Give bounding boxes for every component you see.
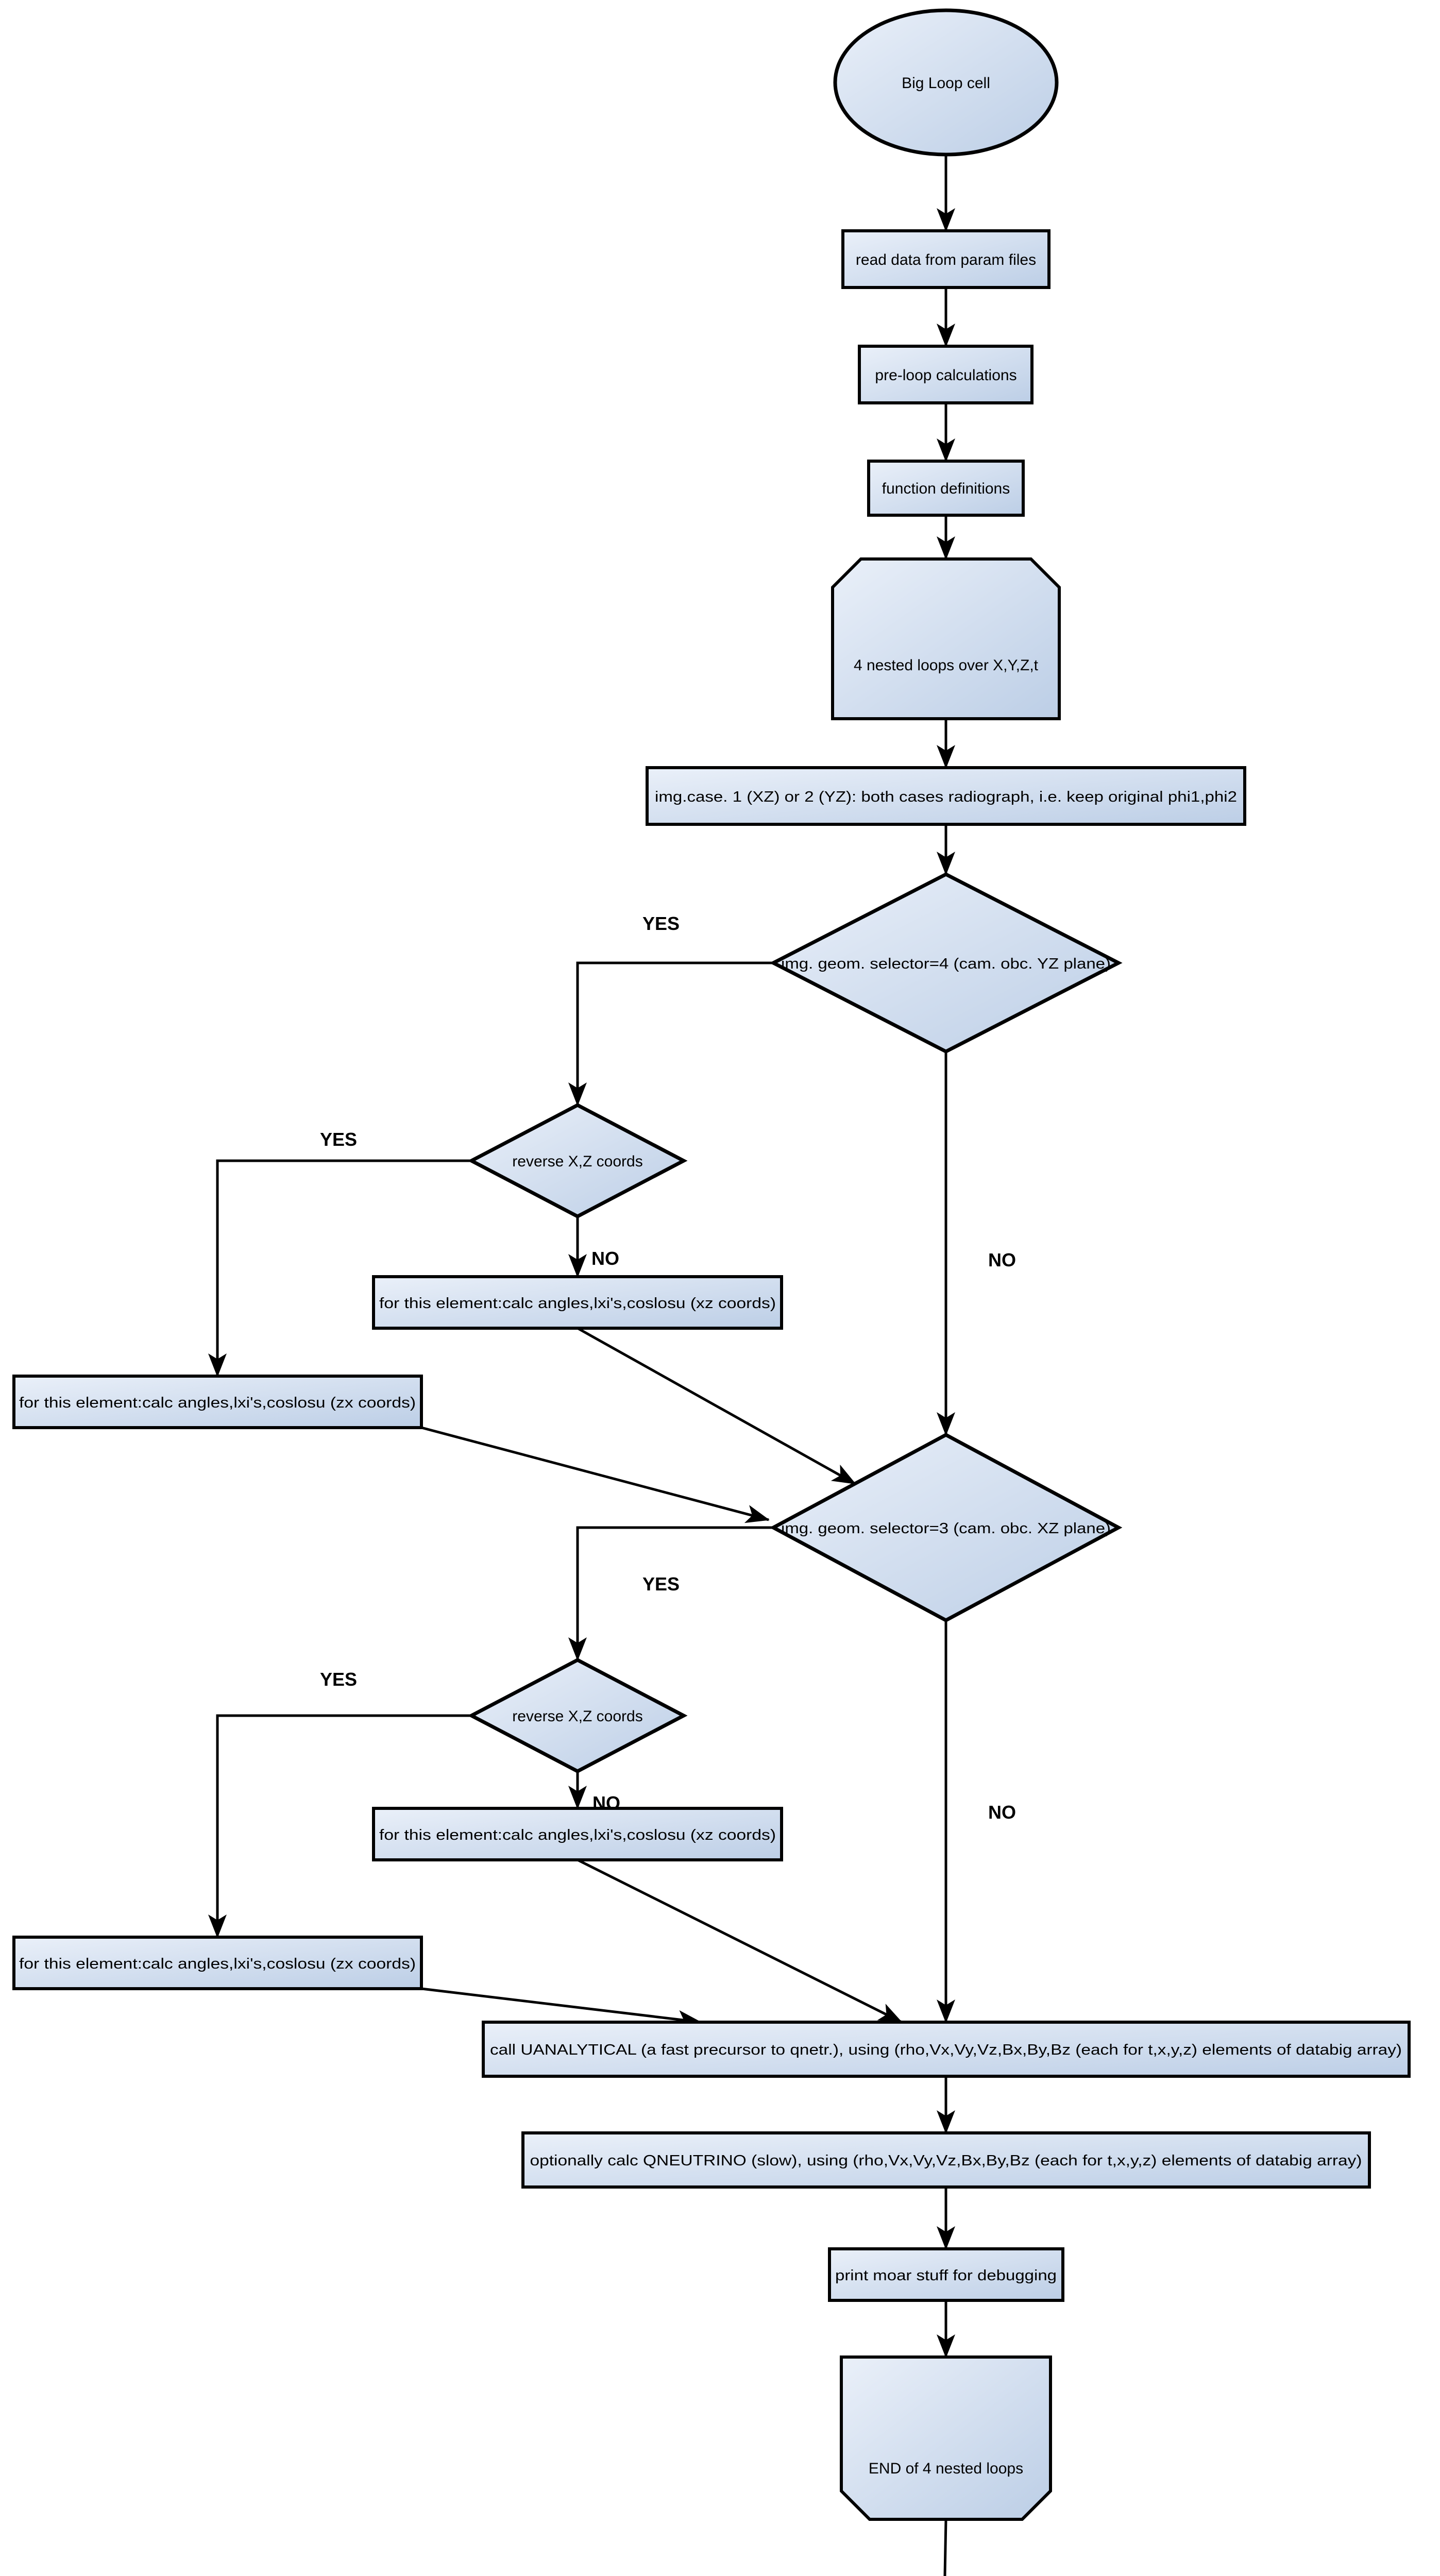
img-case-label: img.case. 1 (XZ) or 2 (YZ): both cases r…	[655, 789, 1237, 805]
zx1-label: for this element:calc angles,lxi's,coslo…	[19, 1395, 416, 1411]
preloop-label: pre-loop calculations	[875, 367, 1017, 384]
reverse2-decision	[467, 1658, 688, 1773]
reverse2-label: reverse X,Z coords	[512, 1708, 642, 1725]
uanalytical-node	[482, 2021, 1411, 2078]
edge-selector3-yes-to-reverse2	[568, 1526, 773, 1661]
xz1-node	[372, 1275, 783, 1330]
zx2-label: for this element:calc angles,lxi's,coslo…	[19, 1956, 416, 1972]
edge-loop-end-to-end	[943, 2519, 947, 2576]
loop-end-label: END of 4 nested loops	[869, 2460, 1023, 2477]
loop-end-node	[840, 2355, 1052, 2521]
label-selector4-yes: YES	[642, 913, 680, 934]
zx2-node	[12, 1936, 423, 1990]
xz2-label: for this element:calc angles,lxi's,coslo…	[379, 1827, 776, 1843]
read-data-label: read data from param files	[856, 251, 1036, 268]
label-selector3-no: NO	[988, 1802, 1016, 1823]
selector3-label: img. geom. selector=3 (cam. obc. XZ plan…	[781, 1520, 1111, 1537]
label-selector3-yes: YES	[642, 1573, 680, 1595]
edge-zx2-to-uanalytical	[421, 1987, 702, 2029]
qneutrino-label: optionally calc QNEUTRINO (slow), using …	[530, 2153, 1362, 2169]
edge-xz1-to-selector3	[577, 1327, 856, 1485]
loop-start-node	[831, 557, 1061, 720]
print-debug-node	[828, 2247, 1064, 2302]
label-reverse2-yes: YES	[320, 1669, 357, 1690]
start-node-label: Big Loop cell	[902, 75, 990, 92]
start-node	[833, 8, 1059, 157]
img-case-node	[646, 766, 1246, 826]
xz2-node	[372, 1807, 783, 1861]
edge-zx1-to-selector3	[421, 1426, 770, 1523]
reverse1-label: reverse X,Z coords	[512, 1153, 642, 1170]
edge-reverse2-yes-to-zx2	[208, 1714, 471, 1938]
edge-reverse1-yes-to-zx1	[208, 1159, 471, 1377]
uanalytical-label: call UANALYTICAL (a fast precursor to qn…	[490, 2042, 1402, 2058]
selector4-label: img. geom. selector=4 (cam. obc. YZ plan…	[781, 956, 1111, 972]
funcdefs-label: function definitions	[882, 480, 1010, 497]
reverse1-decision	[467, 1103, 688, 1218]
edge-xz2-to-uanalytical	[577, 1858, 903, 2024]
loop-start-label: 4 nested loops over X,Y,Z,t	[854, 657, 1039, 674]
label-reverse1-no: NO	[591, 1248, 619, 1269]
label-reverse1-yes: YES	[320, 1129, 357, 1150]
preloop-node	[858, 345, 1034, 404]
label-selector4-no: NO	[988, 1249, 1016, 1270]
xz1-label: for this element:calc angles,lxi's,coslo…	[379, 1295, 776, 1312]
selector4-decision	[769, 872, 1123, 1054]
zx1-node	[12, 1375, 423, 1429]
edge-selector4-yes-to-reverse1	[568, 961, 773, 1106]
read-data-node	[841, 229, 1051, 289]
funcdefs-node	[867, 460, 1025, 517]
qneutrino-node	[521, 2131, 1371, 2189]
selector3-decision	[769, 1433, 1123, 1622]
print-debug-label: print moar stuff for debugging	[835, 2267, 1057, 2284]
